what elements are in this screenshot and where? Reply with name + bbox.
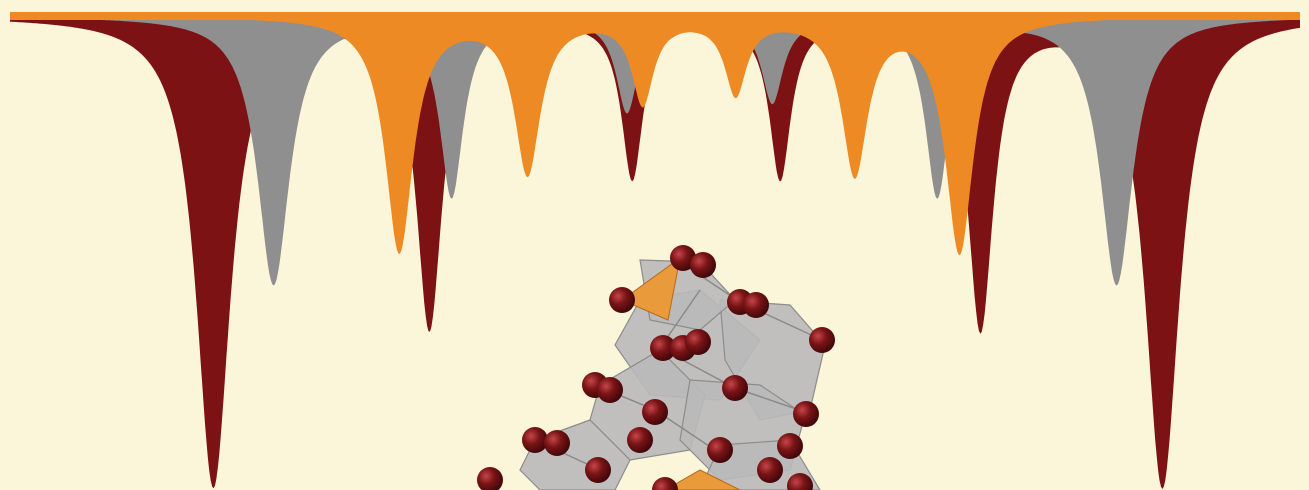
oxygen-atom	[477, 467, 503, 490]
spectrum-trace	[10, 16, 1300, 489]
oxygen-atom	[544, 430, 570, 456]
oxygen-atom	[809, 327, 835, 353]
oxygen-atom	[685, 329, 711, 355]
oxygen-atom	[627, 427, 653, 453]
oxygen-atom	[690, 252, 716, 278]
oxygen-atom	[757, 457, 783, 483]
oxygen-atoms	[477, 245, 835, 490]
oxygen-atom	[787, 473, 813, 490]
oxygen-atom	[585, 457, 611, 483]
oxygen-atom	[707, 437, 733, 463]
spectra-group	[10, 12, 1300, 489]
oxygen-atom	[650, 335, 676, 361]
oxygen-atom	[793, 401, 819, 427]
oxygen-atom	[642, 399, 668, 425]
oxygen-atom	[597, 377, 623, 403]
oxygen-atom	[609, 287, 635, 313]
oxygen-atom	[777, 433, 803, 459]
oxygen-atom	[522, 427, 548, 453]
spectrum-trace	[10, 16, 1300, 286]
oxygen-atom	[670, 245, 696, 271]
tetrahedron	[663, 469, 741, 490]
spectrum-trace	[10, 16, 1300, 255]
oxygen-atom	[722, 375, 748, 401]
baseline-band	[10, 12, 1300, 20]
oxygen-atom	[743, 292, 769, 318]
oxygen-atom	[652, 477, 678, 490]
tetrahedron	[620, 256, 681, 321]
